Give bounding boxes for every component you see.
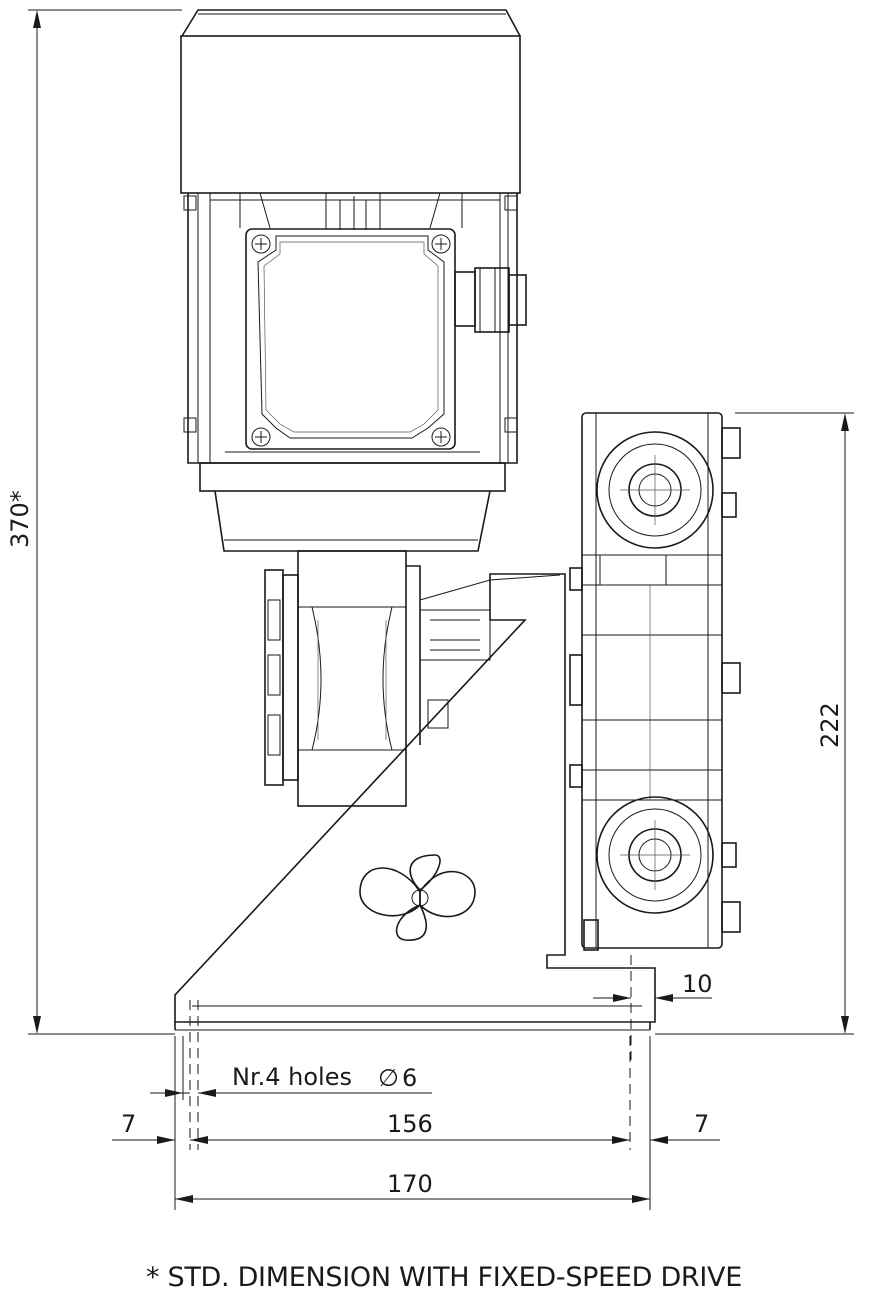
pump-height-label: 222 xyxy=(816,702,844,748)
holes-label: Nr.4 holes xyxy=(232,1063,352,1091)
valve-icon xyxy=(596,431,714,549)
left-edge-label: 7 xyxy=(121,1110,136,1138)
valve-icon xyxy=(596,796,714,914)
diameter-symbol: ∅ xyxy=(378,1064,399,1092)
gearbox-assembly xyxy=(264,550,561,807)
overall-height-label: 370* xyxy=(6,490,34,548)
hole-spacing-label: 156 xyxy=(387,1110,433,1138)
dimension-lines: 370* 222 10 Nr.4 holes ∅ 6 7 xyxy=(6,9,854,1210)
screw-icon xyxy=(251,234,451,447)
footnote: * STD. DIMENSION WITH FIXED-SPEED DRIVE xyxy=(146,1262,742,1293)
hole-diameter-label: 6 xyxy=(402,1064,417,1092)
base-width-label: 170 xyxy=(387,1170,433,1198)
pump-head xyxy=(569,412,741,951)
motor-assembly xyxy=(180,9,527,552)
propeller-icon xyxy=(359,854,476,941)
mounting-bracket xyxy=(174,573,656,1031)
right-edge-label: 7 xyxy=(694,1110,709,1138)
offset-label: 10 xyxy=(682,970,713,998)
